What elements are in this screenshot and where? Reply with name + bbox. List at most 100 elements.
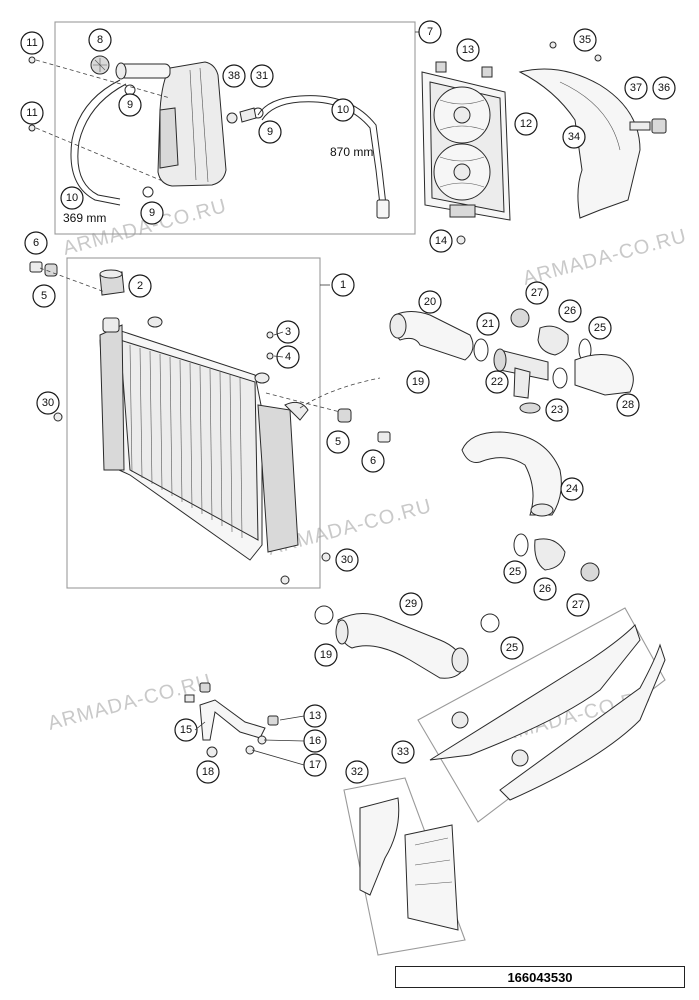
callout-38: 38 <box>222 64 246 88</box>
callout-36: 36 <box>652 76 676 100</box>
callout-15: 15 <box>174 718 198 742</box>
svg-text:19: 19 <box>412 376 424 388</box>
callout-27a: 27 <box>525 281 549 305</box>
clamps-lower <box>314 605 500 633</box>
svg-text:22: 22 <box>491 376 503 388</box>
callout-17: 17 <box>303 753 327 777</box>
svg-text:10: 10 <box>66 192 78 204</box>
callout-5b: 5 <box>326 430 350 454</box>
callout-9b: 9 <box>140 201 164 225</box>
callout-25b: 25 <box>503 560 527 584</box>
callout-3: 3 <box>276 320 300 344</box>
overflow-hose-short <box>70 79 127 206</box>
callout-1: 1 <box>331 273 355 297</box>
callout-7: 7 <box>418 20 442 44</box>
svg-text:6: 6 <box>33 237 39 249</box>
svg-text:5: 5 <box>41 290 47 302</box>
svg-text:25: 25 <box>509 566 521 578</box>
callout-14: 14 <box>429 229 453 253</box>
svg-text:6: 6 <box>370 455 376 467</box>
svg-text:14: 14 <box>435 235 447 247</box>
callout-34: 34 <box>562 125 586 149</box>
leader-19a <box>299 377 381 409</box>
thermostat-t-piece <box>493 348 549 399</box>
svg-text:12: 12 <box>520 118 532 130</box>
callout-8: 8 <box>88 28 112 52</box>
svg-text:9: 9 <box>267 126 273 138</box>
callout-10b: 10 <box>331 98 355 122</box>
svg-text:27: 27 <box>572 599 584 611</box>
callout-30a: 30 <box>36 391 60 415</box>
callout-10a: 10 <box>60 186 84 210</box>
svg-text:30: 30 <box>42 397 54 409</box>
thermostat-lower <box>513 533 600 582</box>
callout-21: 21 <box>476 312 500 336</box>
callout-13a: 13 <box>456 38 480 62</box>
svg-text:11: 11 <box>26 107 37 119</box>
svg-text:24: 24 <box>566 483 578 495</box>
expansion-tank <box>115 61 227 187</box>
svg-text:38: 38 <box>228 70 240 82</box>
svg-text:23: 23 <box>551 404 563 416</box>
radiator-fasteners <box>29 261 391 585</box>
thermostat-upper <box>510 308 592 362</box>
svg-text:8: 8 <box>97 34 103 46</box>
callout-19a: 19 <box>406 370 430 394</box>
svg-text:26: 26 <box>564 305 576 317</box>
svg-text:3: 3 <box>285 326 291 338</box>
callout-29: 29 <box>399 592 423 616</box>
callout-26b: 26 <box>533 577 557 601</box>
svg-text:32: 32 <box>351 766 363 778</box>
tank-fittings <box>28 56 257 132</box>
svg-text:31: 31 <box>256 70 268 82</box>
hose-24 <box>461 431 562 517</box>
svg-text:21: 21 <box>482 318 494 330</box>
svg-text:7: 7 <box>427 26 433 38</box>
callout-4: 4 <box>276 345 300 369</box>
callout-11a: 11 <box>20 31 44 55</box>
svg-text:25: 25 <box>594 322 606 334</box>
callout-6b: 6 <box>361 449 385 473</box>
cover-fasteners <box>629 118 667 134</box>
fan-shroud <box>421 71 511 221</box>
svg-text:33: 33 <box>397 746 409 758</box>
bracket-15 <box>184 682 279 758</box>
hose-20 <box>389 311 474 361</box>
clamp-21 <box>473 338 489 362</box>
callout-25c: 25 <box>500 636 524 660</box>
svg-text:16: 16 <box>309 735 321 747</box>
callout-19b: 19 <box>314 643 338 667</box>
svg-text:27: 27 <box>531 287 543 299</box>
callout-25a: 25 <box>588 316 612 340</box>
callout-28: 28 <box>616 393 640 417</box>
callout-20: 20 <box>418 290 442 314</box>
leader-6a <box>39 267 106 293</box>
callout-11b: 11 <box>20 101 44 125</box>
svg-text:20: 20 <box>424 296 436 308</box>
callout-27b: 27 <box>566 593 590 617</box>
callout-9c: 9 <box>258 120 282 144</box>
callout-9a: 9 <box>118 93 142 117</box>
callout-5a: 5 <box>32 284 56 308</box>
dimension-870mm: 870 mm <box>330 145 373 159</box>
document-number-label: 166043530 <box>395 966 685 988</box>
callout-22: 22 <box>485 370 509 394</box>
hose-28 <box>574 354 634 396</box>
svg-text:19: 19 <box>320 649 332 661</box>
svg-text:30: 30 <box>341 554 353 566</box>
svg-text:13: 13 <box>462 44 474 56</box>
callout-2: 2 <box>128 274 152 298</box>
svg-text:37: 37 <box>630 82 642 94</box>
callout-26a: 26 <box>558 299 582 323</box>
leader-5b <box>265 392 341 413</box>
callout-16: 16 <box>303 729 327 753</box>
dimension-369mm: 369 mm <box>63 211 106 225</box>
callout-35: 35 <box>573 28 597 52</box>
svg-text:10: 10 <box>337 104 349 116</box>
expansion-tank-group-frame <box>54 21 416 235</box>
callout-6a: 6 <box>24 231 48 255</box>
svg-text:26: 26 <box>539 583 551 595</box>
svg-text:11: 11 <box>26 37 37 49</box>
svg-text:13: 13 <box>309 710 321 722</box>
